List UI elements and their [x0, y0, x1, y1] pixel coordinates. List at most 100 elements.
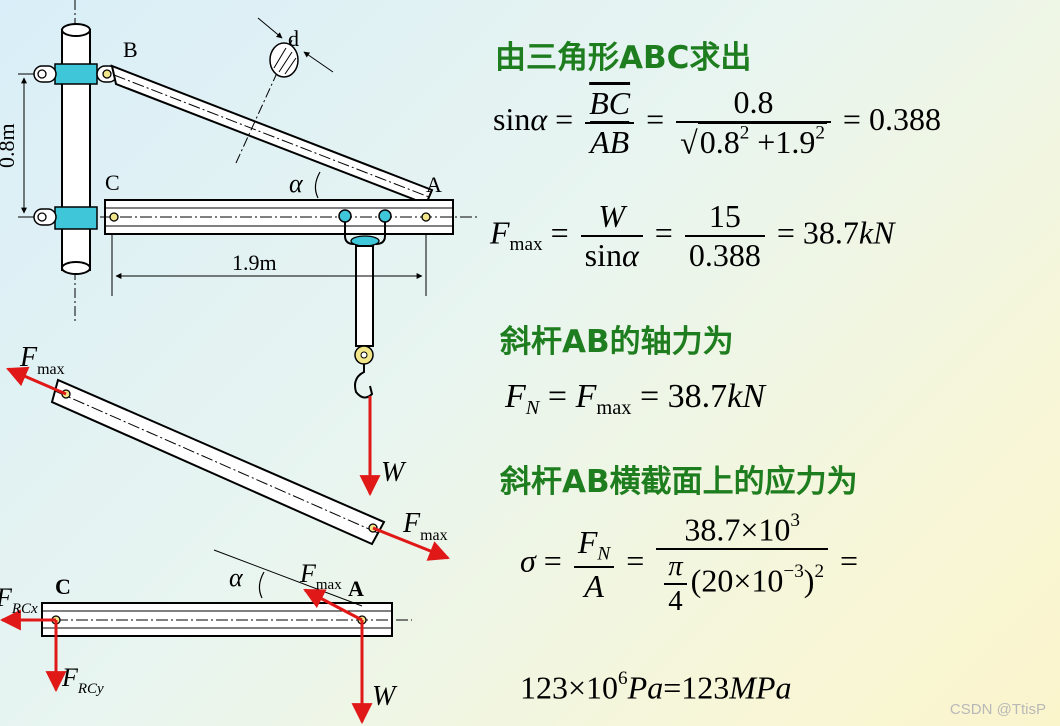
pi: π — [668, 550, 683, 583]
heading-stress: 斜杆AB横截面上的应力为 — [500, 464, 858, 500]
frac-15-0388: 15 0.388 — [684, 198, 765, 274]
upper-clamp — [54, 63, 98, 85]
fn-sub: N — [525, 397, 540, 420]
stress-den: π 4 (20×10−3)2 — [656, 548, 829, 618]
fbd2-label-alpha: α — [229, 563, 244, 592]
watermark: CSDN @TtisP — [949, 701, 1046, 718]
frac-bc: BC — [589, 84, 631, 121]
fn-result-unit: kN — [727, 378, 765, 415]
frac-w: W — [598, 198, 626, 234]
fn-num-sub: N — [597, 543, 611, 565]
fbd1-force-left-arrow — [6, 366, 67, 396]
frac-fn-a: FN A — [573, 523, 615, 605]
trolley-block — [350, 235, 380, 247]
sigma-trailing-eq: = — [840, 542, 859, 579]
fbd1-W-label: W — [381, 457, 407, 488]
fbd2-label-C: C — [55, 574, 71, 599]
label-B: B — [123, 37, 138, 62]
result-unit1: Pa — [627, 669, 664, 706]
frac-w-sin: W sinα — [580, 198, 643, 274]
fbd2-angle-reference-line — [213, 549, 363, 607]
eq-sign-3: = — [842, 101, 861, 138]
fmax-eq-2: = — [654, 214, 673, 251]
fmax-eq-3: = — [776, 214, 795, 251]
rod-BA-centerline — [113, 74, 430, 198]
fn-eq-1: = — [547, 378, 568, 415]
area-exp: −3 — [783, 561, 804, 583]
hook-eye-pin — [360, 351, 368, 359]
pin-A — [421, 212, 431, 222]
stress-num-exp: 3 — [790, 510, 800, 531]
upper-pin-left — [37, 69, 47, 79]
fbd2-FRCx-label: FRCx — [0, 583, 38, 617]
sin-alpha: α — [530, 101, 548, 138]
den-alpha: α — [621, 237, 639, 273]
equation-fn: FN = Fmax = 38.7kN — [505, 378, 765, 420]
label-A: A — [426, 172, 442, 197]
heading-triangle: 由三角形ABC求出 — [495, 40, 752, 76]
fn-F: F — [505, 378, 526, 415]
column-top-end — [61, 23, 91, 37]
crane-diagram: 0.8m d 1.9m B C A α Fmax W Fmax — [0, 0, 478, 725]
fbd2-Fmax-label: Fmax — [299, 559, 342, 593]
lower-clamp — [54, 206, 98, 230]
pin-B — [102, 69, 112, 79]
equation-sigma: σ = FN A = 38.7×103 π 4 (20×10−3)2 = — [520, 510, 858, 618]
sin-func: sin — [493, 101, 531, 138]
fmax-sub: max — [509, 234, 543, 256]
sqrt-a-exp: 2 — [739, 123, 750, 144]
den-sin: sin — [584, 237, 622, 273]
equation-sin-alpha: sinα = BC AB = 0.8 √0.82 +1.92 = 0.388 — [493, 84, 941, 161]
fbd1-force-right-arrow — [372, 526, 450, 561]
result-val1: 123×10 — [520, 669, 619, 706]
fn-eq-2: = — [639, 378, 660, 415]
fbd2-label-A: A — [348, 576, 364, 601]
inclined-rod-BA — [110, 64, 434, 206]
result-eq: = — [663, 669, 682, 706]
area-close-exp: 2 — [814, 561, 825, 583]
pin-C — [109, 212, 119, 222]
sigma-eq-1: = — [543, 542, 562, 579]
cross-section-circle — [269, 42, 299, 78]
num-15: 15 — [708, 198, 741, 234]
area-close: ) — [803, 562, 815, 599]
sigma-eq-2: = — [626, 542, 645, 579]
fn-F2-sub: max — [596, 397, 632, 420]
fmax-eq-1: = — [550, 214, 569, 251]
sqrt-b-exp: 2 — [815, 123, 825, 144]
eq-sign-1: = — [555, 101, 574, 138]
hatch-2 — [278, 51, 293, 73]
dim-08-label: 0.8m — [0, 123, 19, 168]
trolley-wheel-left — [338, 209, 352, 223]
stress-num-val: 38.7×10 — [684, 511, 791, 548]
fn-result-val: 38.7 — [667, 378, 728, 415]
result-val2: 123 — [681, 669, 730, 706]
heading-axial-force: 斜杆AB的轴力为 — [500, 324, 734, 360]
sigma-symbol: σ — [520, 542, 536, 579]
label-d: d — [288, 26, 299, 51]
dim-19-label: 1.9m — [232, 250, 277, 275]
fn-F2: F — [575, 378, 597, 415]
fbd2-force-Fmax-arrow — [303, 588, 363, 622]
equation-result: 123×106Pa=123MPa — [520, 668, 791, 706]
den-sqrt: √0.82 +1.92 — [676, 121, 831, 161]
fbd2-alpha-arc — [258, 571, 265, 599]
sin-result: 0.388 — [868, 101, 941, 138]
den-0388: 0.388 — [684, 235, 765, 274]
fmax-F: F — [490, 214, 510, 251]
sqrt-b: 1.9 — [775, 124, 816, 161]
fn-num-F: F — [577, 523, 598, 560]
frac-bc-ab: BC AB — [585, 84, 635, 161]
label-alpha-top: α — [289, 169, 304, 198]
frac-08-sqrt: 0.8 √0.82 +1.92 — [676, 84, 831, 161]
result-exp: 6 — [618, 668, 628, 689]
hatch-3 — [284, 57, 297, 75]
sqrt-plus: + — [757, 124, 776, 161]
result-unit2: MPa — [729, 669, 792, 706]
alpha-arc-top — [314, 171, 321, 199]
frac-a: A — [573, 565, 615, 605]
hanger-rod — [355, 245, 374, 347]
d-arrow-2 — [303, 51, 334, 73]
d-arrow-1 — [257, 17, 283, 39]
four: 4 — [664, 583, 687, 618]
